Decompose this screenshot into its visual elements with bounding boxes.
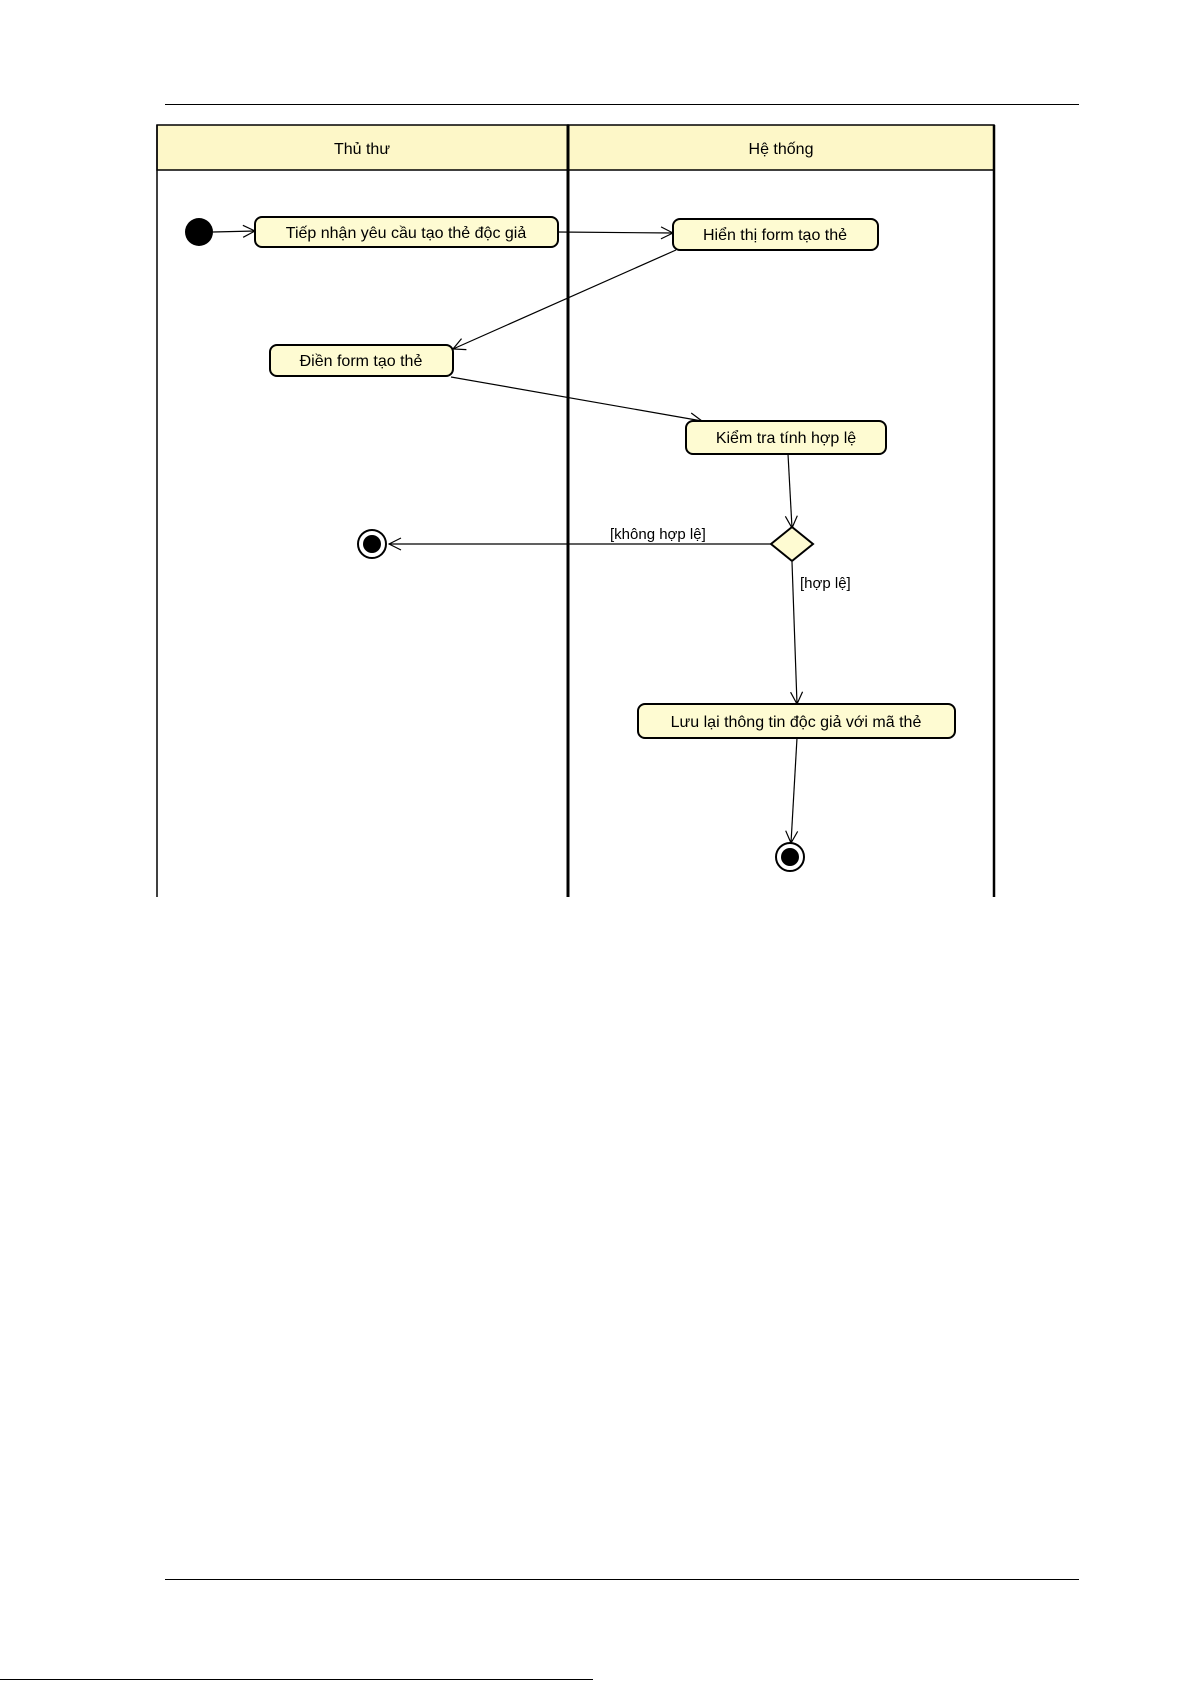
flow-tiep-nhan-to-hien-thi (558, 232, 673, 233)
flow-start-to-tiep-nhan (213, 231, 255, 232)
action-label-luu-lai: Lưu lại thông tin độc giả với mã thẻ (671, 714, 922, 731)
action-hien-thi: Hiển thị form tạo thẻ (673, 219, 878, 250)
action-luu-lai: Lưu lại thông tin độc giả với mã thẻ (638, 704, 955, 738)
guard-invalid: [không hợp lệ] (610, 526, 706, 543)
final-node-invalid (358, 530, 386, 558)
action-label-hien-thi: Hiển thị form tạo thẻ (703, 226, 847, 244)
action-label-kiem-tra: Kiểm tra tính hợp lệ (716, 429, 856, 447)
initial-node (185, 218, 213, 246)
guard-valid: [hợp lệ] (800, 575, 851, 592)
flow-luu-lai-to-final (791, 738, 797, 843)
lane-title-he-thong: Hệ thống (749, 141, 814, 158)
action-label-tiep-nhan: Tiếp nhận yêu cầu tạo thẻ độc giả (286, 225, 527, 242)
action-kiem-tra: Kiểm tra tính hợp lệ (686, 421, 886, 454)
flow-kiem-tra-to-decision (788, 454, 792, 528)
action-tiep-nhan: Tiếp nhận yêu cầu tạo thẻ độc giả (255, 217, 558, 247)
flow-decision-to-luu-lai (792, 562, 797, 704)
final-node (776, 843, 804, 871)
flow-hien-thi-to-dien-form (453, 250, 676, 349)
decision-node (771, 527, 813, 561)
action-label-dien-form: Điền form tạo thẻ (300, 353, 423, 370)
transitions (213, 231, 797, 843)
lane-title-thu-thu: Thủ thư (334, 141, 390, 158)
action-dien-form: Điền form tạo thẻ (270, 345, 453, 376)
flow-dien-form-to-kiem-tra (451, 377, 702, 421)
